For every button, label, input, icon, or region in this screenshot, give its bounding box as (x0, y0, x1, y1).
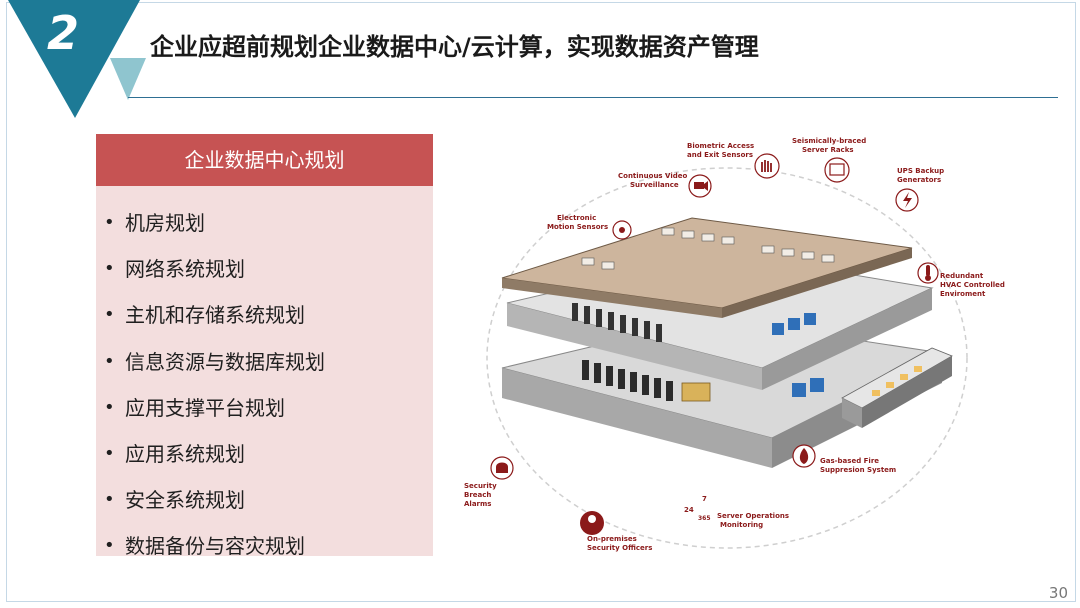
bullet-dot-icon: • (104, 442, 115, 464)
callout-hvac-line-3: Enviroment (940, 290, 986, 298)
callout-hvac-line-1: Redundant (940, 272, 984, 280)
callout-racks: Seismically-braced Server Racks (792, 137, 866, 183)
generator-block (841, 347, 953, 428)
bullet-dot-icon: • (104, 489, 115, 511)
list-item-label: 安全系统规划 (125, 488, 245, 513)
list-item: • 网络系统规划 (96, 246, 433, 292)
section-triangle-mark (8, 0, 146, 118)
ops-badge-24: 24 (684, 506, 694, 514)
list-item: • 应用系统规划 (96, 431, 433, 477)
section-number: 2 (46, 6, 79, 60)
callout-biometric-line-2: and Exit Sensors (687, 151, 753, 159)
callout-ops-line-1: Server Operations (717, 512, 789, 520)
callout-orbit (486, 167, 968, 549)
callout-motion-line-2: Motion Sensors (547, 223, 608, 231)
callout-officers-line-1: On-premises (587, 535, 637, 543)
list-item-label: 网络系统规划 (125, 257, 245, 282)
callout-officers: On-premises Security Officers (580, 511, 652, 552)
callout-biometric: Biometric Access and Exit Sensors (687, 142, 780, 179)
callout-breach-line-1: Security (464, 482, 497, 490)
callout-officers-line-2: Security Officers (587, 544, 652, 552)
ops-badge-365: 365 (698, 515, 711, 522)
callout-biometric-line-1: Biometric Access (687, 142, 754, 150)
callout-ops-line-2: Monitoring (720, 521, 763, 529)
list-item-label: 主机和存储系统规划 (125, 303, 305, 328)
list-item-label: 信息资源与数据库规划 (125, 349, 325, 374)
callout-hvac-line-2: HVAC Controlled (940, 281, 1005, 289)
callout-breach-line-3: Alarms (464, 500, 491, 508)
list-item-label: 应用系统规划 (125, 441, 245, 466)
hand-icon (754, 153, 780, 179)
list-item: • 安全系统规划 (96, 477, 433, 523)
callout-motion: Electronic Motion Sensors (547, 214, 632, 240)
bullet-dot-icon: • (104, 535, 115, 557)
list-item: • 机房规划 (96, 200, 433, 246)
list-item: • 数据备份与容灾规划 (96, 523, 433, 569)
list-item-label: 机房规划 (125, 211, 205, 235)
page-number: 30 (1048, 584, 1068, 602)
callout-video: Continuous Video Surveillance (618, 172, 712, 198)
server-rack-icon (824, 157, 850, 183)
callout-breach: Security Breach Alarms (464, 456, 514, 508)
bullet-dot-icon: • (104, 212, 115, 233)
callout-fire-line-1: Gas-based Fire (820, 457, 879, 465)
bullet-dot-icon: • (104, 396, 115, 418)
callout-video-line-1: Continuous Video (618, 172, 687, 180)
datacenter-illustration: Biometric Access and Exit Sensors Seismi… (464, 137, 1005, 552)
list-item-label: 数据备份与容灾规划 (125, 534, 305, 559)
callout-video-line-2: Surveillance (630, 181, 679, 189)
callout-motion-line-1: Electronic (557, 214, 596, 222)
roof-level (501, 217, 913, 318)
list-item-label: 应用支撑平台规划 (125, 395, 285, 420)
list-item: • 应用支撑平台规划 (96, 385, 433, 431)
callout-ups-line-2: Generators (897, 176, 941, 184)
callout-racks-line-2: Server Racks (802, 146, 854, 154)
bullet-dot-icon: • (104, 304, 115, 326)
ops-badge-7: 7 (702, 495, 707, 503)
callout-ops: 24 7 365 Server Operations Monitoring (684, 495, 789, 529)
callout-ups: UPS Backup Generators (895, 167, 944, 212)
slide-title: 企业应超前规划企业数据中心/云计算，实现数据资产管理 (150, 33, 759, 61)
panel-heading: 企业数据中心规划 (96, 134, 433, 186)
planning-panel: 企业数据中心规划 • 机房规划 • 网络系统规划 • 主机和存储系统规划 • 信息资源与… (96, 134, 433, 558)
callout-racks-line-1: Seismically-braced (792, 137, 866, 145)
slide-frame (6, 2, 1076, 602)
callout-ups-line-1: UPS Backup (897, 167, 944, 175)
callout-hvac: Redundant HVAC Controlled Enviroment (917, 262, 1005, 298)
bullet-dot-icon: • (104, 350, 115, 372)
list-item: • 信息资源与数据库规划 (96, 339, 433, 385)
list-item: • 主机和存储系统规划 (96, 292, 433, 338)
title-underline (128, 97, 1058, 98)
callout-breach-line-2: Breach (464, 491, 491, 499)
bullet-dot-icon: • (104, 258, 115, 280)
planning-list: • 机房规划 • 网络系统规划 • 主机和存储系统规划 • 信息资源与数据库规划 • 应用… (96, 186, 433, 570)
callout-fire: Gas-based Fire Suppresion System (792, 444, 896, 474)
callout-fire-line-2: Suppresion System (820, 466, 896, 474)
